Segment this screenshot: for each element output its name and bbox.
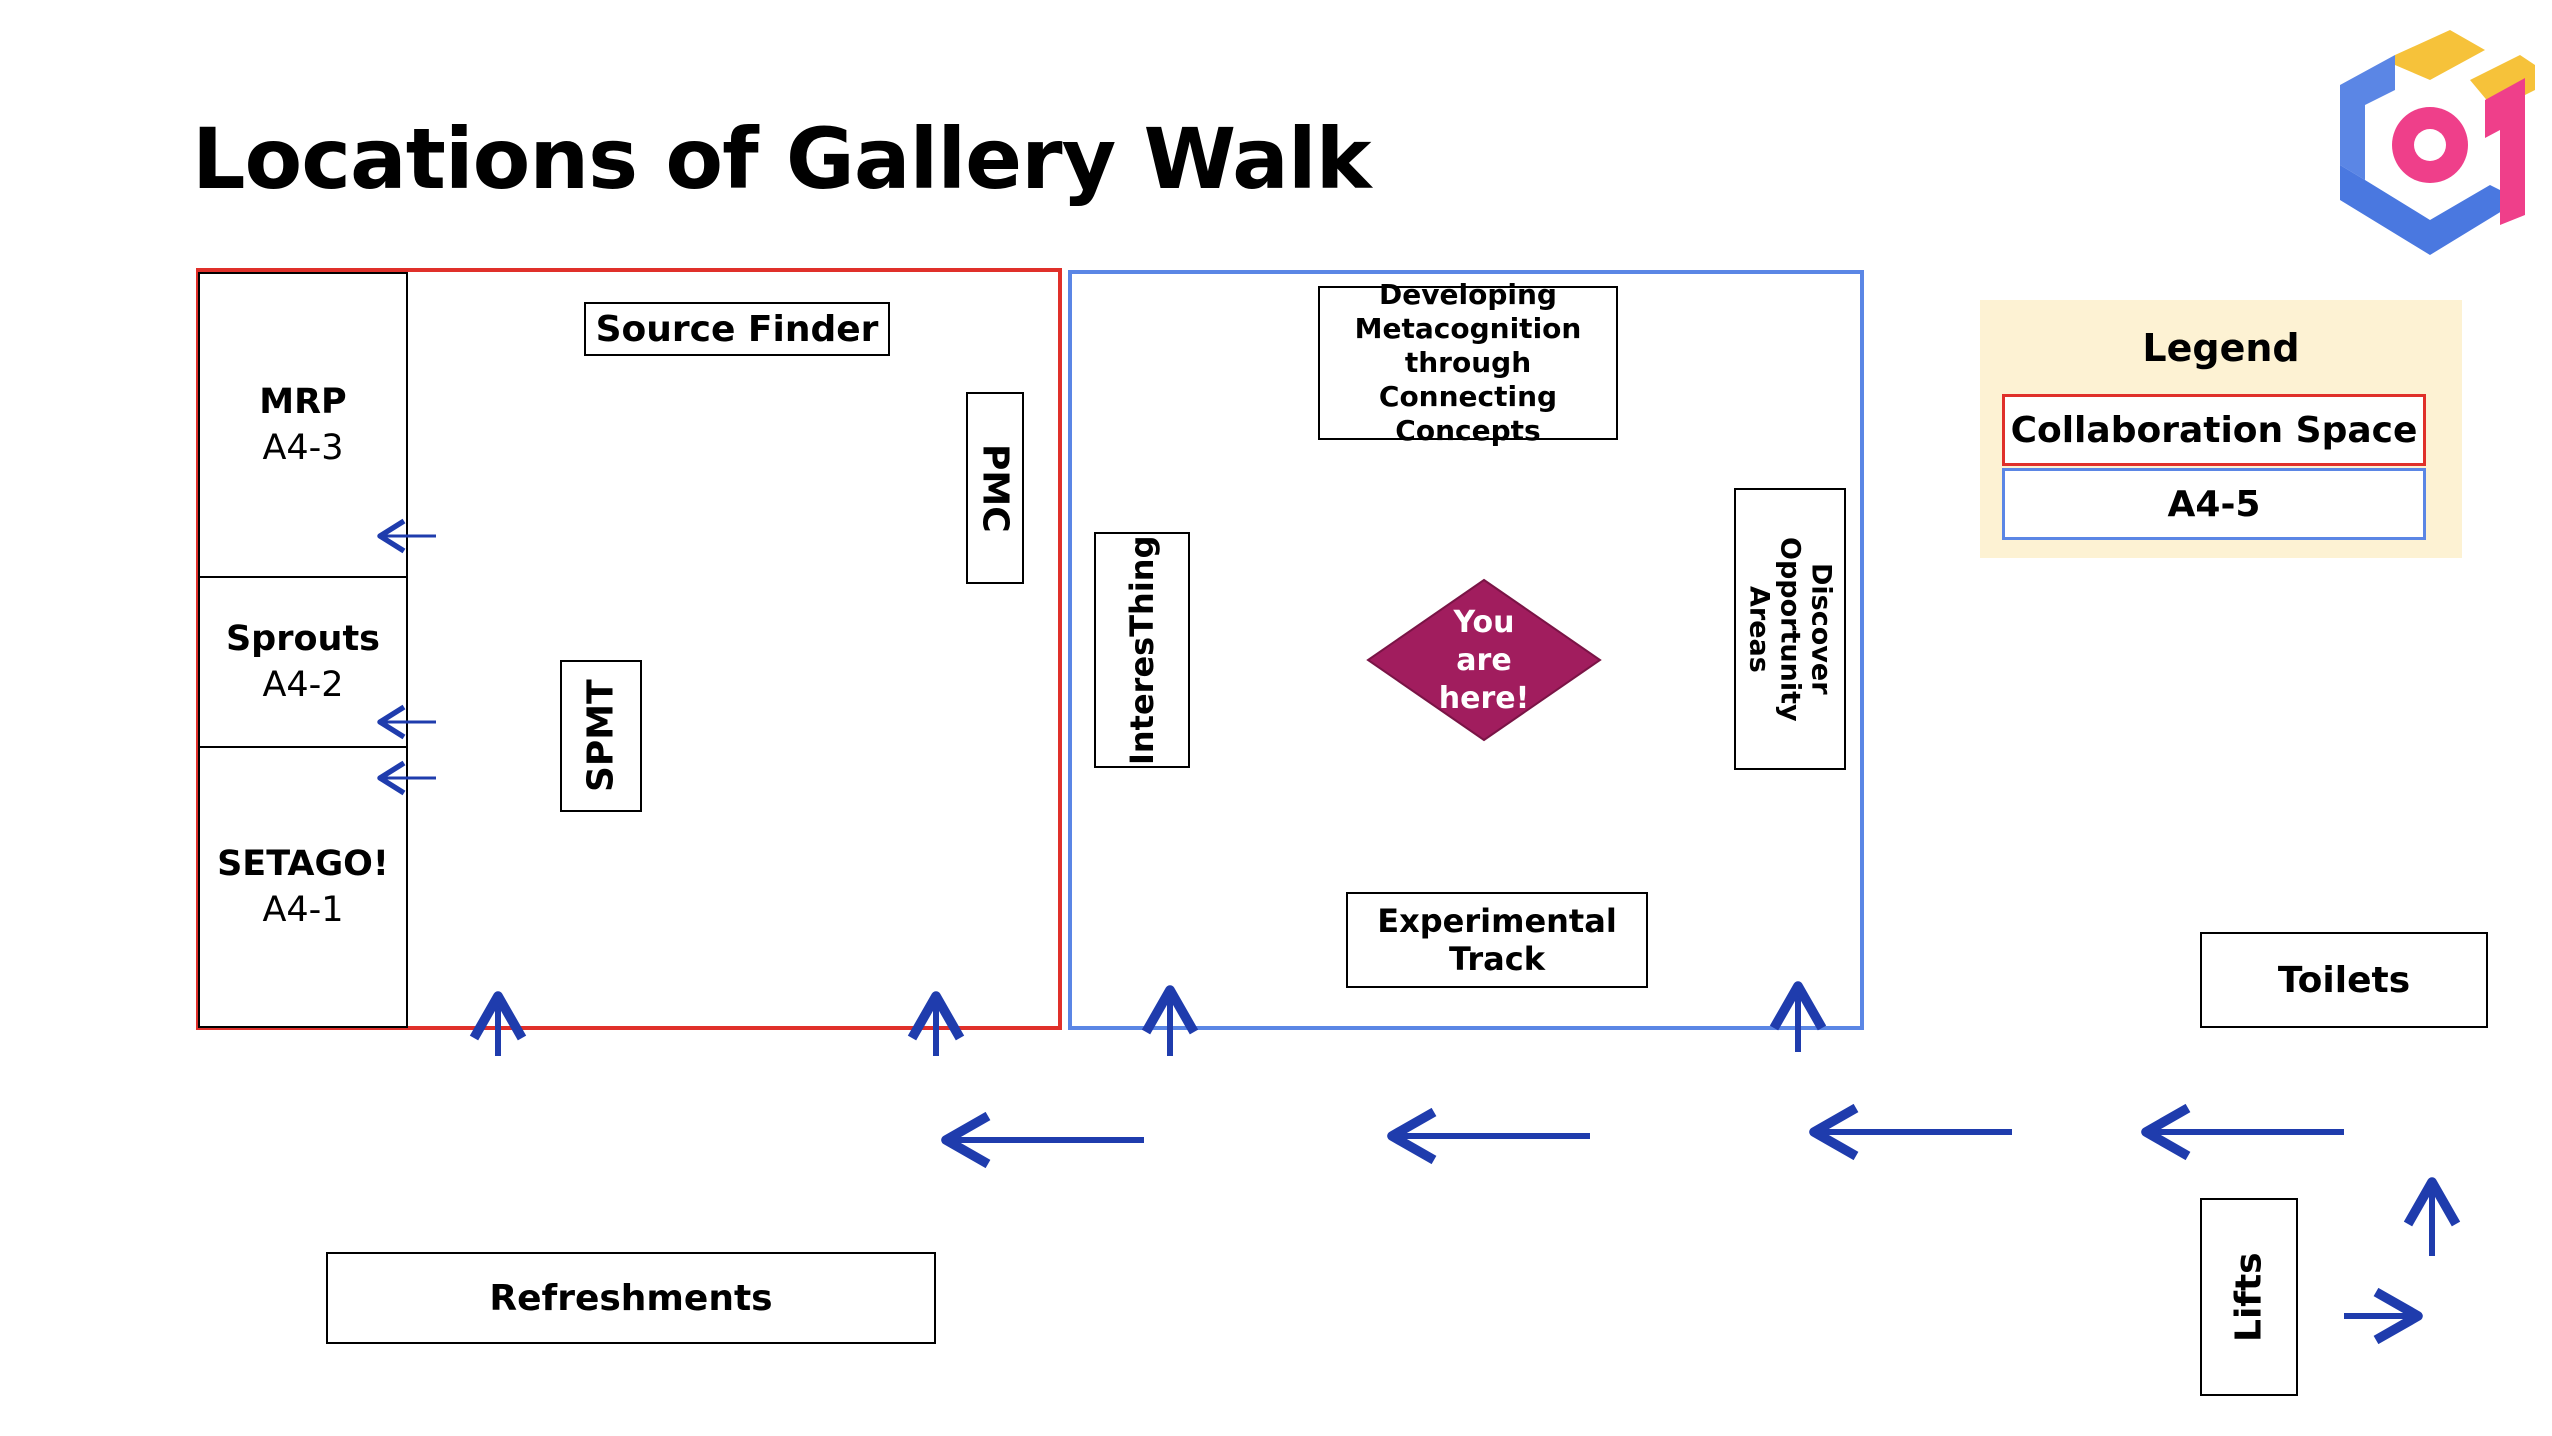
you-are-here-text: You are here! <box>1438 605 1530 716</box>
room-name: MRP <box>259 382 347 422</box>
legend-title: Legend <box>2142 326 2300 370</box>
a4-5-area <box>1068 270 1864 1030</box>
facility-toilets: Toilets <box>2200 932 2488 1028</box>
station-experimental-track: Experimental Track <box>1346 892 1648 988</box>
station-experimental-label: Experimental Track <box>1377 902 1617 978</box>
station-pmc-label: PMC <box>974 443 1016 533</box>
room-setago: SETAGO! A4-1 <box>198 746 408 1028</box>
room-mrp: MRP A4-3 <box>198 272 408 578</box>
room-code: A4-1 <box>262 890 344 930</box>
room-code: A4-3 <box>262 428 344 468</box>
room-code: A4-2 <box>262 665 344 705</box>
station-developing-metacognition: Developing Metacognition through Connect… <box>1318 278 1618 447</box>
station-developing-label: Developing Metacognition through Connect… <box>1354 278 1582 447</box>
page-title: Locations of Gallery Walk <box>192 110 1372 208</box>
room-name: SETAGO! <box>217 844 389 884</box>
facility-refreshments: Refreshments <box>326 1252 936 1344</box>
station-discover-opportunity-areas: Discover Opportunity Areas <box>1734 488 1846 770</box>
station-source-finder: Source Finder <box>584 302 890 356</box>
you-are-here-marker <box>1366 578 1602 742</box>
station-discover-label: Discover Opportunity Areas <box>1743 536 1837 722</box>
legend-collaboration-space: Collaboration Space <box>2002 394 2426 466</box>
cube-logo-icon <box>2340 30 2535 255</box>
legend-a4-5: A4-5 <box>2002 468 2426 540</box>
station-pmc: PMC <box>966 392 1024 584</box>
you-are-here-label: You are here! <box>1424 596 1544 726</box>
room-name: Sprouts <box>225 619 381 659</box>
